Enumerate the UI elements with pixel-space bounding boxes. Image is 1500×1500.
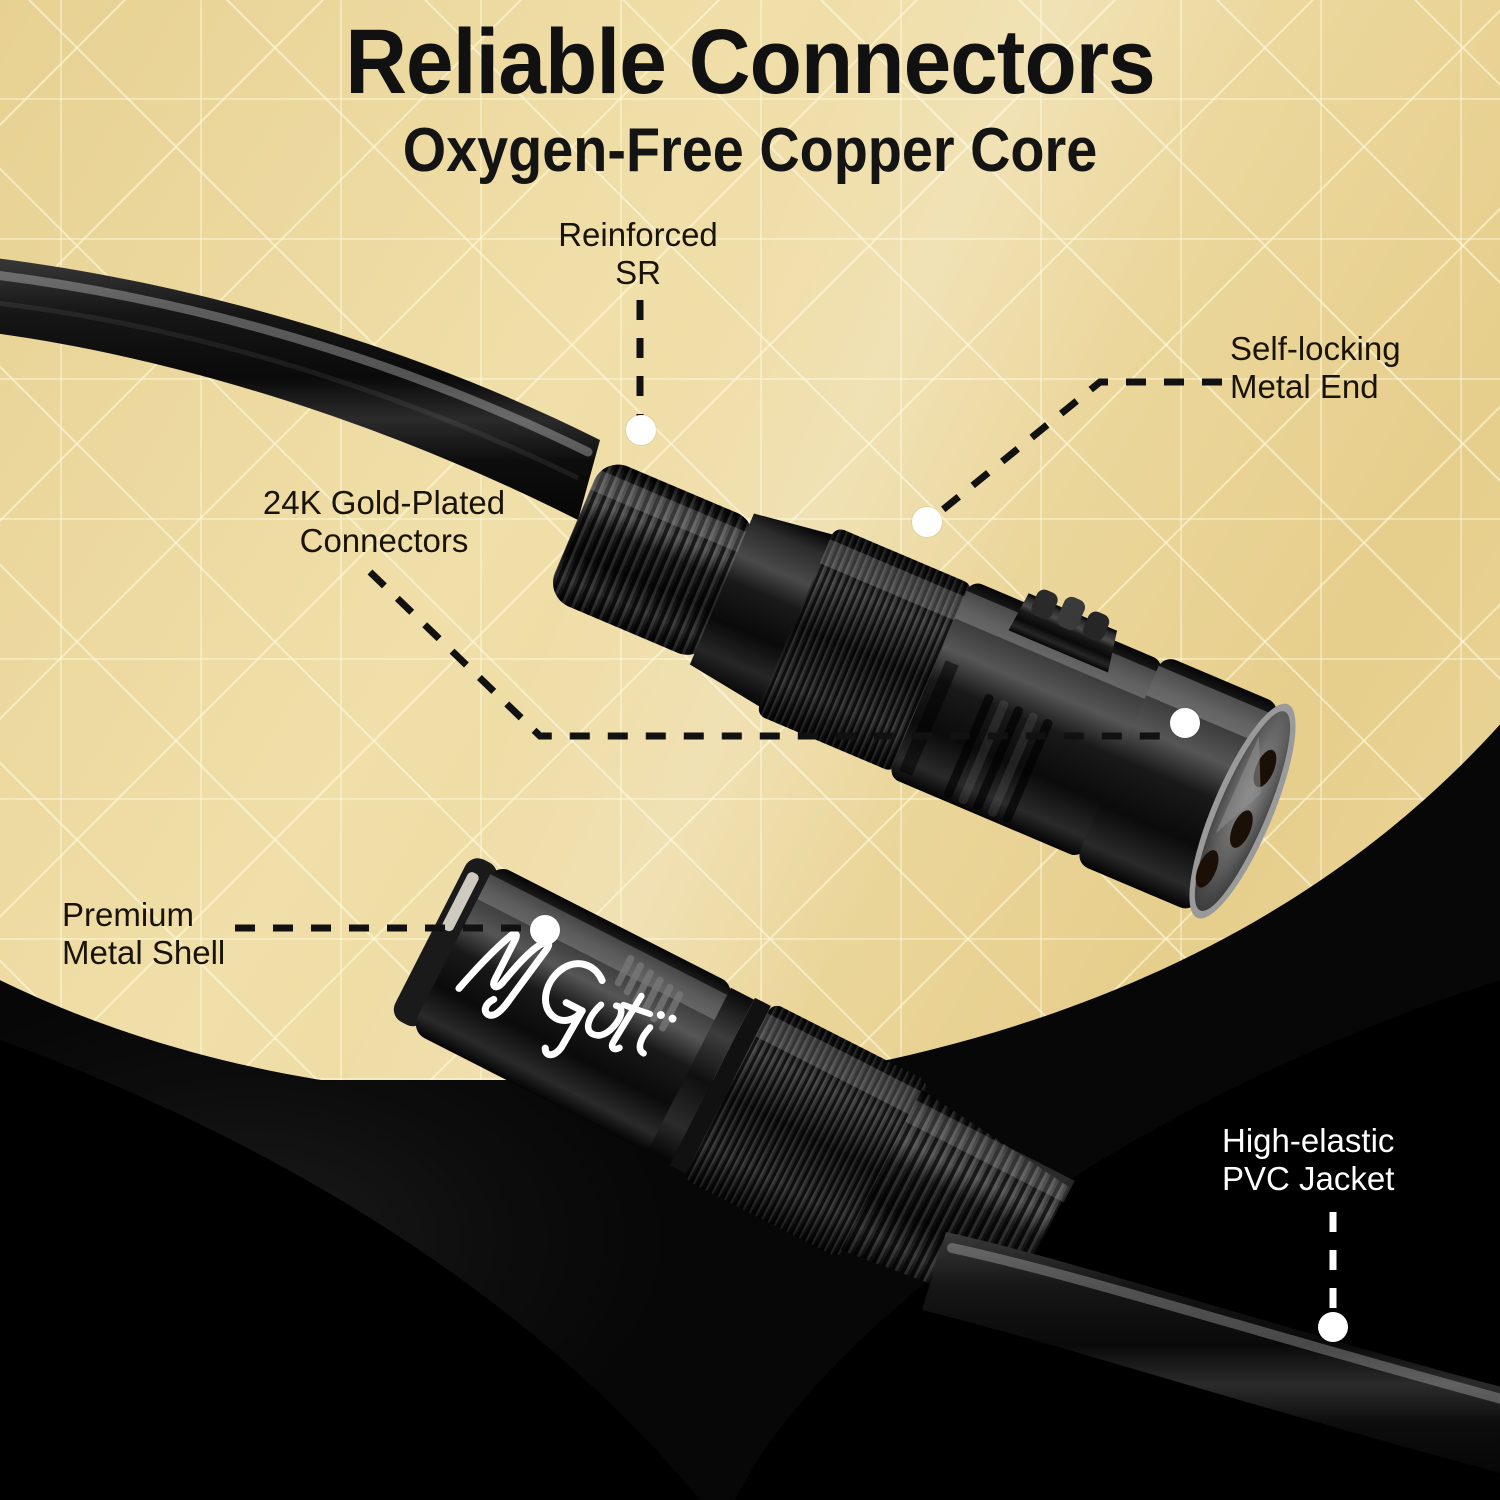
female-pin-face <box>1189 703 1296 919</box>
male-mid-ring <box>647 987 755 1164</box>
anchor-dot-premium-shell <box>530 915 560 945</box>
page-title: Reliable Connectors <box>345 11 1156 113</box>
callout-label-reinforced-sr: Reinforced SR <box>558 216 718 292</box>
leader-lines <box>235 300 1337 1316</box>
anchor-dot-self-locking <box>912 507 942 537</box>
leader-gold-plated <box>367 569 1178 740</box>
callout-label-pvc-jacket: High-elastic PVC Jacket <box>1222 1122 1395 1198</box>
page-subtitle: Oxygen-Free Copper Core <box>402 116 1098 185</box>
anchor-dot-gold-plated <box>1170 708 1200 738</box>
callout-label-self-locking: Self-locking Metal End <box>1230 330 1401 406</box>
male-knurled-collar <box>686 1005 927 1256</box>
barrel-vent-slots <box>943 693 1053 823</box>
cable-upper <box>0 258 600 520</box>
anchor-dot-reinforced-sr <box>626 415 656 445</box>
leader-self-locking <box>937 378 1222 515</box>
male-mid-ring <box>669 997 771 1174</box>
connector-front-shell <box>1079 659 1277 909</box>
female-xlr-connector <box>553 464 1296 919</box>
cable-lower <box>922 1232 1500 1473</box>
strain-relief <box>553 464 756 655</box>
self-locking-latch <box>1008 589 1118 673</box>
anchor-dot-pvc-jacket <box>1318 1312 1348 1342</box>
callout-label-premium-shell: Premium Metal Shell <box>62 896 226 972</box>
callout-label-gold-plated: 24K Gold-Plated Connectors <box>262 484 506 560</box>
